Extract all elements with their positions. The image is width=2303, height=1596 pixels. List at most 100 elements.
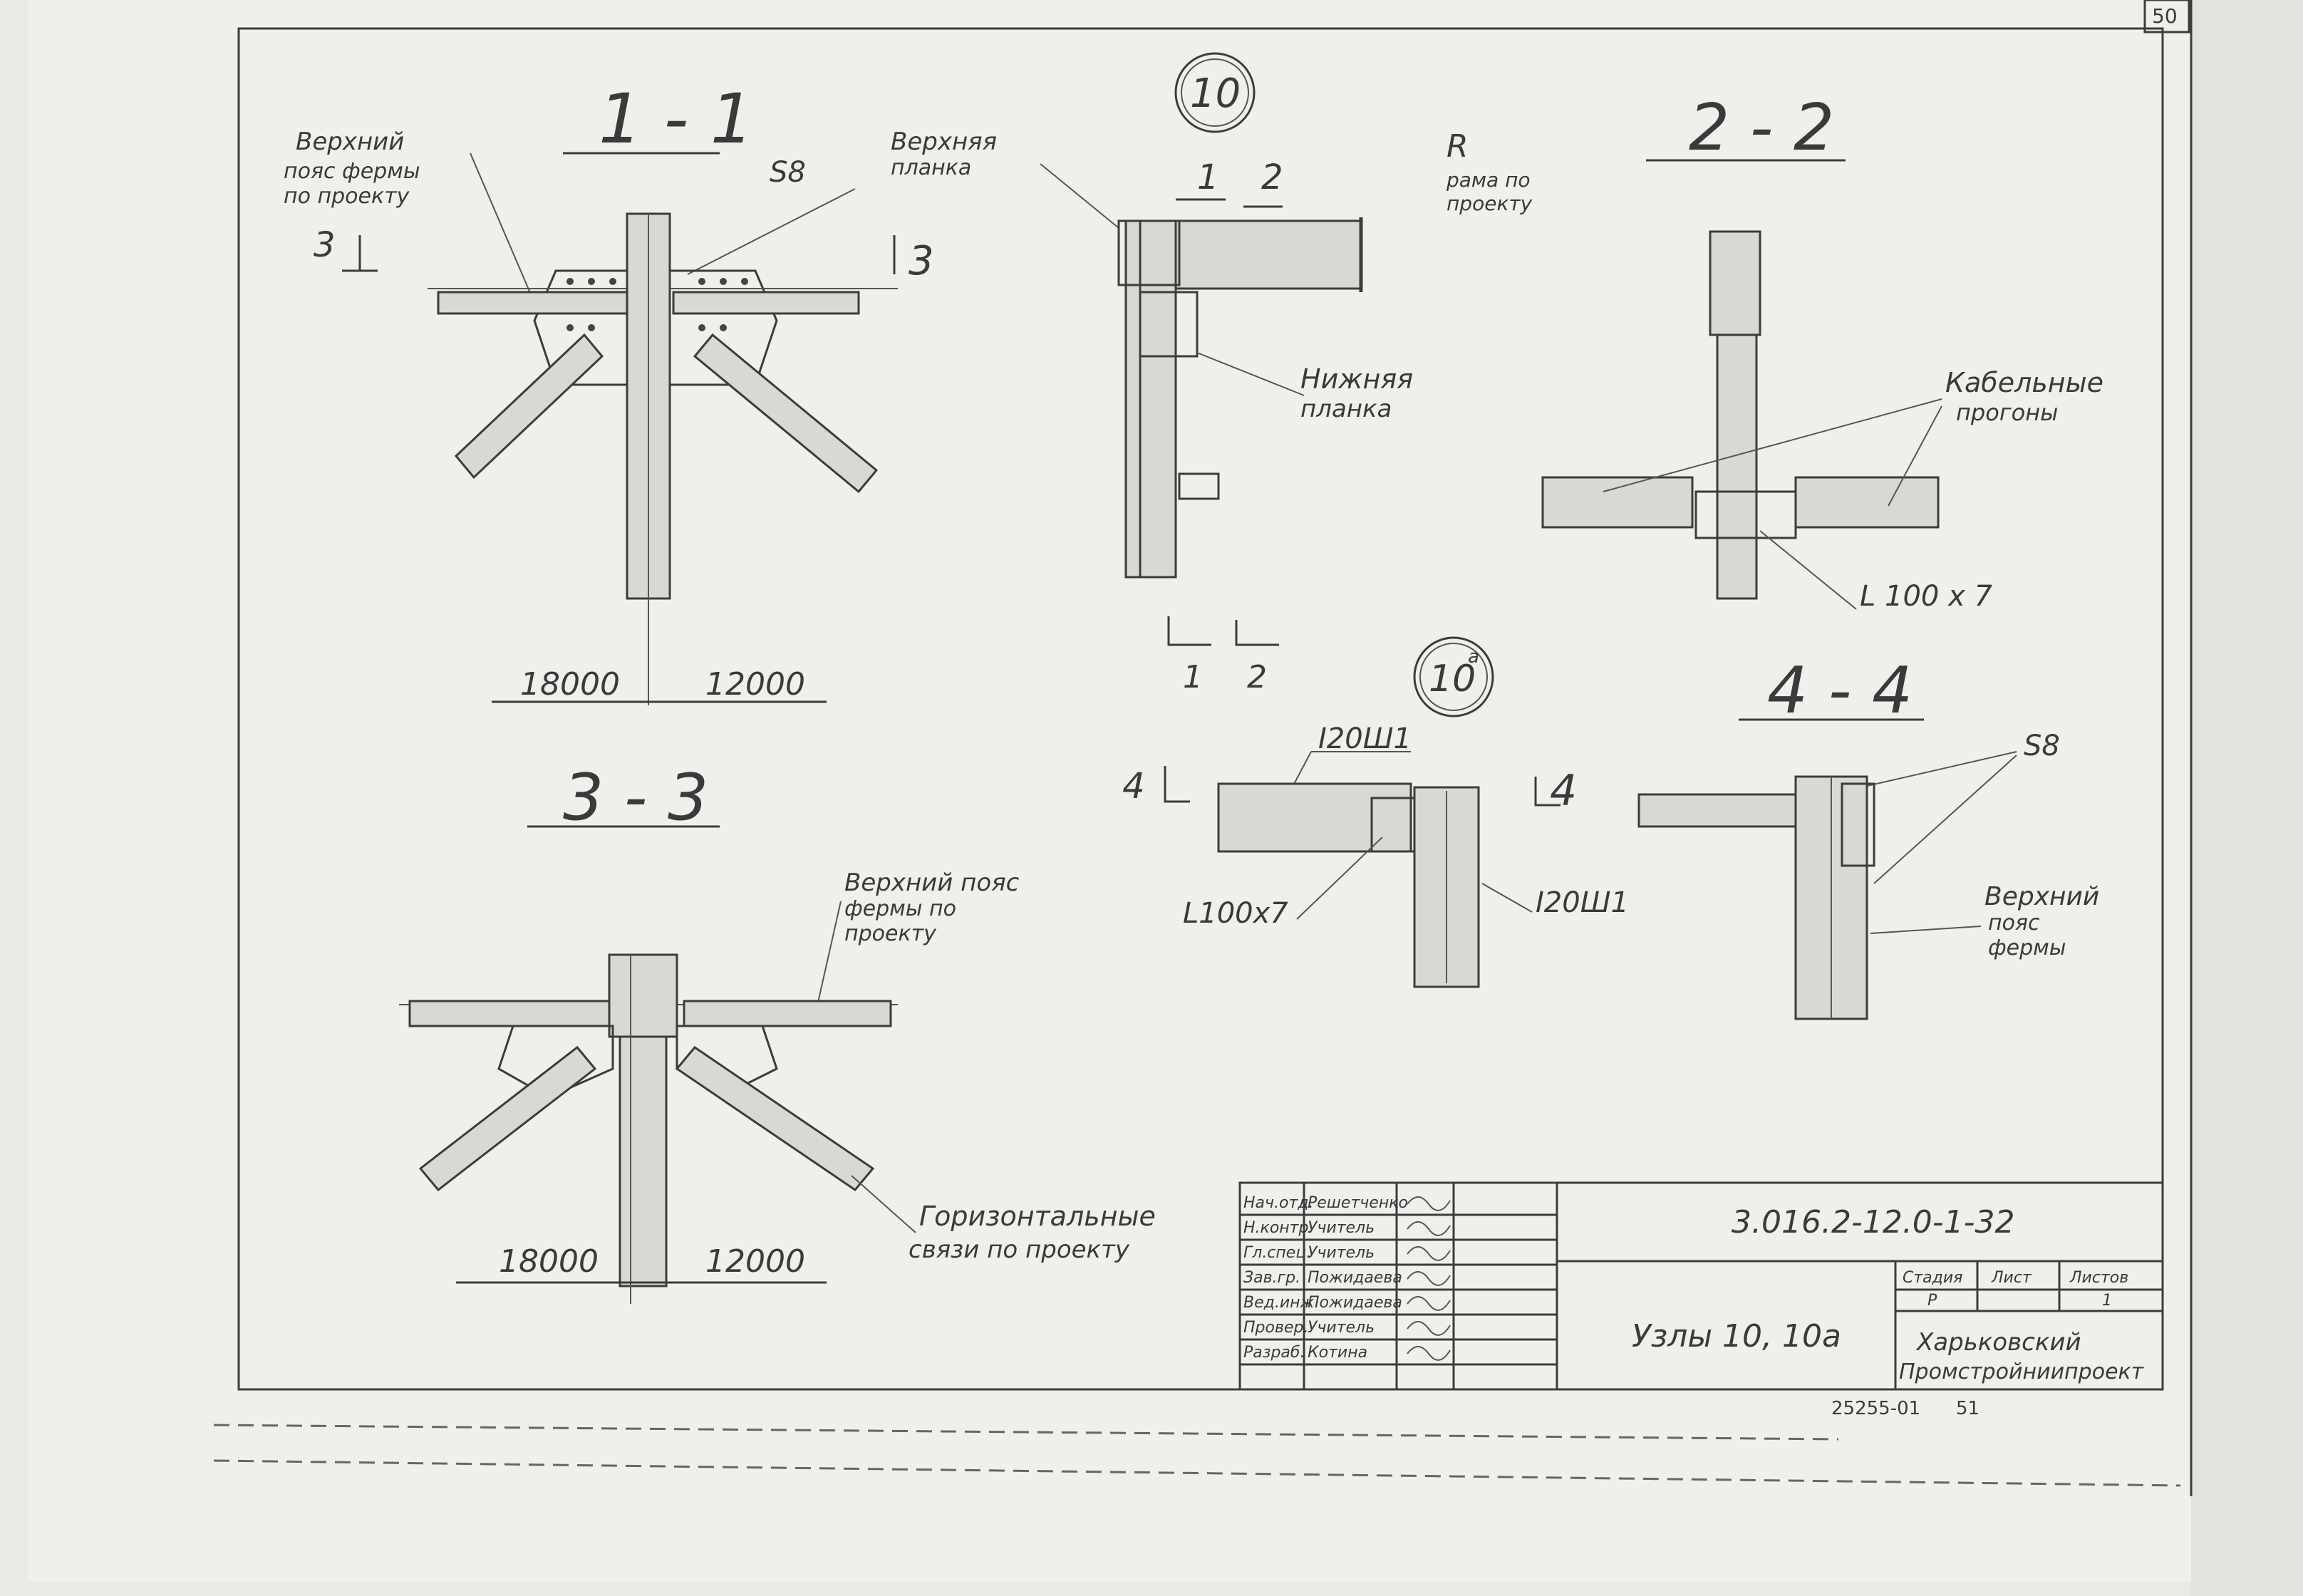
section-4-4-title: 4 - 4 [1767, 653, 1913, 728]
s10a-beam-side-leader [1481, 883, 1533, 913]
s33-top-chord-right [683, 1000, 892, 1027]
s33-column [619, 1035, 668, 1287]
s33-horizontal-label-2: связи по проекту [909, 1235, 1130, 1264]
node-10-number: 10 [1190, 71, 1241, 117]
section-1-1: 1 - 1 Верхний пояс фермы по проекту S8 3… [284, 79, 934, 705]
section-2-2-title: 2 - 2 [1689, 90, 1834, 165]
s10-frame-r: R [1447, 128, 1469, 165]
s11-marker-left: 3 [314, 225, 336, 265]
footer-inventory: 25255-01 [1831, 1398, 1920, 1419]
tb-doc-code: 3.016.2-12.0-1-32 [1732, 1204, 2015, 1240]
signatures [1407, 1196, 1451, 1361]
s22-angle-label: L 100 x 7 [1860, 580, 1992, 613]
s11-top-chord-label-2: пояс фермы [284, 159, 420, 184]
s10-frame-label-1: рама по [1446, 168, 1531, 192]
page-number-box [2143, 0, 2190, 33]
node-10a-circle [1413, 636, 1494, 717]
tb-role-3: Гл.спец. [1243, 1244, 1311, 1262]
s10-mark-2-bottom: 2 [1247, 659, 1267, 695]
s10-frame-label-2: проекту [1447, 192, 1533, 215]
s33-horizontal-label-1: Горизонтальные [919, 1201, 1156, 1232]
s11-s8-label: S8 [770, 156, 806, 189]
s10-lower-plate-label-1: Нижняя [1300, 363, 1413, 395]
s10-upper-plate-label-1: Верхняя [891, 128, 997, 156]
section-3-3-title: 3 - 3 [563, 760, 708, 835]
node-10a-sup: а [1468, 646, 1479, 668]
s22-column [1716, 333, 1758, 600]
bottom-dashed-edge [213, 1459, 2181, 1487]
s11-top-chord-label-3: по проекту [284, 184, 410, 209]
bottom-dashed-edge-2 [213, 1424, 1839, 1441]
node-10: 10 Верхняя планка 1 2 R рама по проекту … [891, 52, 1533, 695]
s10a-marker-right-symbol [1534, 777, 1561, 807]
s10-upper-plate-label-2: планка [891, 155, 971, 180]
tb-name-2: Учитель [1308, 1219, 1375, 1237]
s44-chord-label-2: пояс [1988, 911, 2040, 936]
s44-chord-leader [1870, 926, 1982, 934]
tb-org-2: Промстройниипроект [1899, 1359, 2145, 1384]
s10-mark-1: 1 [1197, 157, 1219, 197]
footer-sheet-no: 51 [1956, 1398, 1979, 1419]
s11-diagonal-right [693, 333, 879, 494]
node-10-circle [1174, 52, 1256, 133]
s22-angle-leader [1759, 530, 1857, 610]
s10-lower-plate-label-2: планка [1300, 395, 1392, 423]
s10-upper-plate-leader [1040, 163, 1119, 229]
tb-role-6: Провер. [1243, 1319, 1308, 1337]
s10a-angle-label: L100x7 [1183, 897, 1288, 930]
s22-column-cap [1709, 230, 1761, 336]
s33-top-chord-label-1: Верхний пояс [844, 869, 1020, 897]
s11-marker-right: 3 [909, 238, 934, 284]
s10-lower-plate [1139, 291, 1199, 358]
s10-bracket [1178, 472, 1220, 500]
s33-diagonal-right [675, 1045, 875, 1192]
tb-org-1: Харьковский [1915, 1328, 2081, 1357]
tb-sheets-value: 1 [2102, 1292, 2112, 1310]
s11-s8-leader [687, 188, 856, 275]
s11-top-chord-right [672, 291, 860, 315]
s22-angle-connection [1694, 490, 1797, 539]
tb-name-3: Учитель [1308, 1244, 1375, 1262]
title-block-frame [1238, 1181, 2164, 1391]
s10a-angle-leader [1296, 836, 1383, 920]
s33-dim-right: 12000 [705, 1243, 805, 1280]
s44-s8-leader-2 [1873, 755, 2017, 884]
s22-cable-label-2: прогоны [1956, 399, 2058, 426]
section-4-4: 4 - 4 S8 Верхний пояс фермы [1637, 653, 2099, 1020]
s11-top-chord-label-1: Верхний [296, 128, 404, 156]
s10-lower-plate-leader [1196, 352, 1305, 396]
s10-mark-2-symbol [1235, 620, 1279, 646]
tb-role-4: Зав.гр. [1243, 1269, 1300, 1287]
scan-shadow-right [2191, 0, 2303, 1596]
drawing-frame [237, 27, 2164, 1391]
node-10a-circle-inner [1419, 643, 1488, 711]
s10-upper-plate [1117, 219, 1181, 286]
tb-drawing-title: Узлы 10, 10а [1632, 1318, 1841, 1354]
tb-col-sheets: Листов [2069, 1269, 2128, 1287]
s22-cable-leader-1 [1603, 398, 1942, 492]
tb-role-1: Нач.отд. [1243, 1194, 1314, 1212]
s10-mark-1-symbol [1167, 616, 1211, 646]
s44-plate [1841, 782, 1875, 867]
s10-frame-beam [1174, 219, 1362, 290]
title-block: Нач.отд. Н.контр. Гл.спец. Зав.гр. Вед.и… [1238, 1181, 2164, 1391]
tb-role-5: Вед.инж. [1243, 1294, 1319, 1312]
s33-top-chord-leader [815, 901, 842, 1012]
tb-col-sheet: Лист [1991, 1269, 2032, 1287]
tb-stage-value: Р [1927, 1292, 1937, 1310]
s44-chord-label-1: Верхний [1984, 882, 2099, 911]
s10a-beam-top-label: I20Ш1 [1318, 722, 1412, 755]
s33-gusset-left [497, 1025, 614, 1099]
tb-name-4: Пожидаева [1308, 1269, 1402, 1287]
s44-chord-label-3: фермы [1988, 936, 2066, 960]
s22-cable-label-1: Кабельные [1945, 367, 2103, 398]
s22-cable-leader-2 [1888, 405, 1942, 507]
s33-top-chord-left [408, 1000, 618, 1027]
s10a-marker-left-symbol [1164, 766, 1190, 803]
tb-name-1: Решетченко [1308, 1194, 1408, 1212]
s10-mark-2: 2 [1261, 157, 1283, 197]
s10-mark-1-bottom: 1 [1183, 659, 1203, 695]
s33-column-cap [608, 953, 678, 1038]
s10a-marker-left: 4 [1122, 765, 1145, 807]
s10a-angle [1370, 797, 1416, 853]
